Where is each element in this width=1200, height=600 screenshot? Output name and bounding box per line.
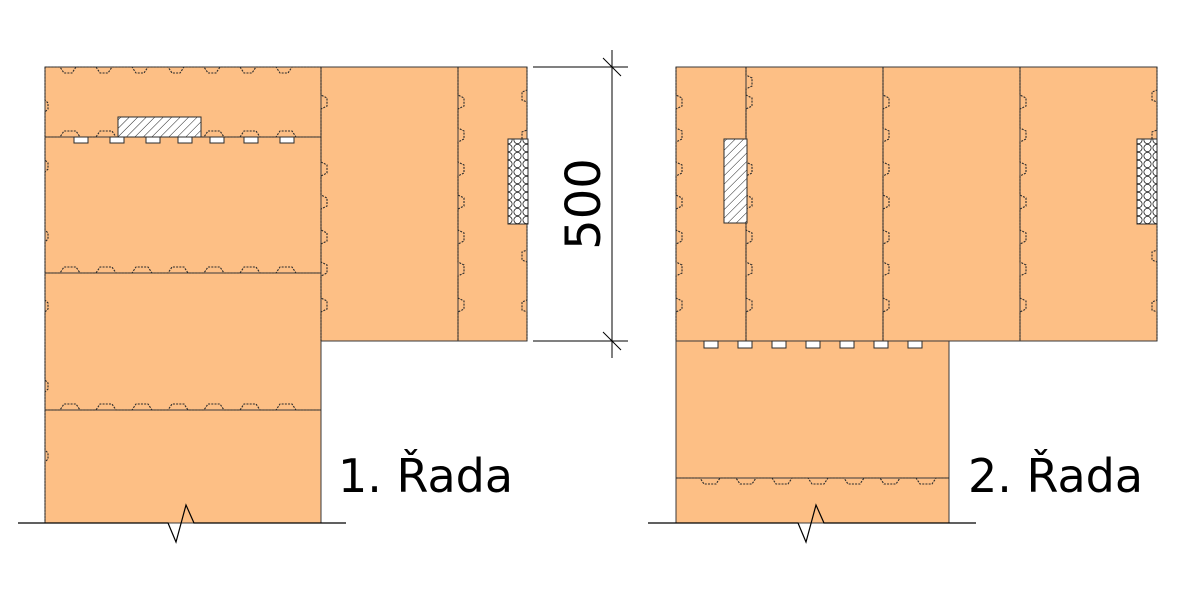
dim-tick-bottom xyxy=(602,331,622,351)
row1-top-edge-notches xyxy=(45,66,321,74)
row-1-drawing xyxy=(44,66,529,524)
row-2-drawing xyxy=(675,66,1158,524)
row-2-label: 2. Řada xyxy=(968,449,1143,503)
row1-block-2 xyxy=(44,136,322,274)
row2-hatched-insert xyxy=(723,138,748,224)
dim-tick-top xyxy=(602,57,622,77)
row2-block-b xyxy=(745,66,884,342)
row2-ground-break-line xyxy=(648,503,976,544)
row1-hatched-insert xyxy=(117,116,202,138)
row1-block-3 xyxy=(44,272,322,411)
row2-vjoint-3 xyxy=(1019,67,1027,341)
row1-block-4 xyxy=(44,409,322,524)
row2-vjoint-2 xyxy=(882,67,890,341)
row1-ground-break-line xyxy=(18,503,346,544)
row2-honeycomb-insert xyxy=(1136,138,1158,225)
row-1-label: 1. Řada xyxy=(338,449,513,503)
row2-block-lower-1 xyxy=(675,340,950,479)
row1-block-right-a xyxy=(320,66,459,342)
row1-left-edge xyxy=(44,67,49,523)
row2-left-edge xyxy=(675,67,683,341)
row2-block-d xyxy=(1019,66,1158,342)
row1-joint-3 xyxy=(45,403,321,411)
row2-joint-lower xyxy=(676,477,949,485)
row2-block-lower-2 xyxy=(675,477,950,524)
row1-vjoint-2 xyxy=(457,67,465,341)
row1-joint-2 xyxy=(45,266,321,274)
row2-joint-lugs xyxy=(703,340,923,349)
row1-honeycomb-insert xyxy=(507,138,529,225)
dimension-value: 500 xyxy=(556,158,612,250)
row1-top-notch-path xyxy=(45,66,321,74)
row1-joint1-lugs xyxy=(73,136,295,144)
row1-vjoint-1 xyxy=(320,67,328,341)
dimension-500: 500 xyxy=(533,50,628,358)
row2-vjoint-1 xyxy=(745,67,753,341)
row2-block-c xyxy=(882,66,1021,342)
